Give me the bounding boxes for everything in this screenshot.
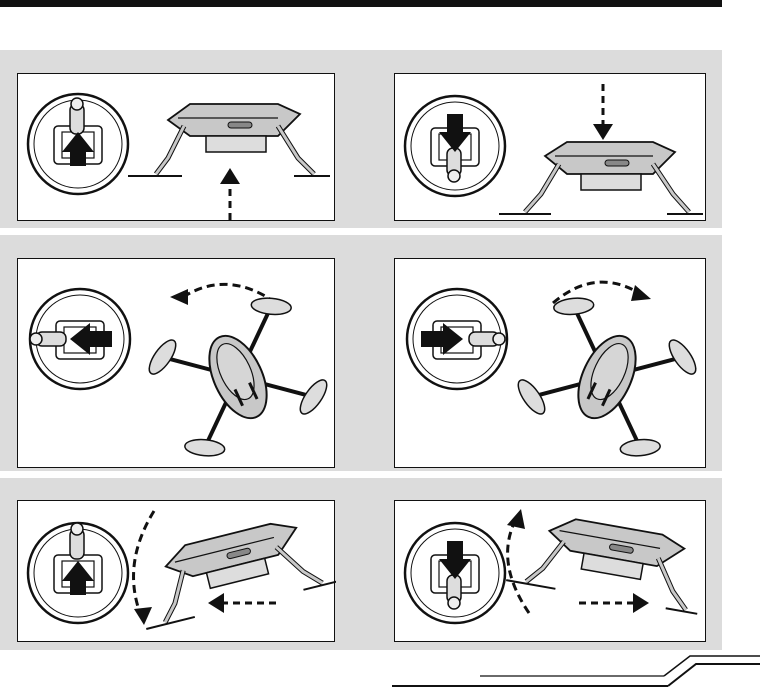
drone-front-view <box>128 104 330 176</box>
figure-yaw-right <box>394 258 706 468</box>
yaw-left-illustration <box>18 259 336 469</box>
yaw-right-illustration <box>395 259 707 469</box>
figure-yaw-left <box>17 258 335 468</box>
stick-grip <box>469 332 505 346</box>
stick-grip <box>447 575 461 609</box>
drone-side-view-tilted <box>129 511 336 629</box>
drone-top-view <box>136 282 336 469</box>
dashed-arc-tilt-backward-icon <box>507 509 529 613</box>
figure-pitch-forward <box>17 500 335 642</box>
top-rule <box>0 0 722 7</box>
stick-grip <box>30 332 66 346</box>
throttle-up-illustration <box>18 74 336 222</box>
stick-grip <box>70 523 84 559</box>
dashed-arrow-left-icon <box>208 593 276 613</box>
dashed-arrow-down-icon <box>593 84 613 140</box>
figure-throttle-up <box>17 73 335 221</box>
figure-throttle-down <box>394 73 706 221</box>
stick-grip <box>70 98 84 134</box>
dashed-arrow-right-icon <box>579 593 649 613</box>
throttle-down-illustration <box>395 74 707 222</box>
drone-top-view <box>505 282 707 469</box>
pitch-backward-illustration <box>395 501 707 643</box>
drone-side-view-tilted <box>506 509 707 614</box>
drone-front-view <box>499 142 703 214</box>
pitch-forward-illustration <box>18 501 336 643</box>
figure-pitch-backward <box>394 500 706 642</box>
stick-grip <box>447 148 461 182</box>
dashed-arrow-up-icon <box>220 168 240 220</box>
dashed-arc-tilt-forward-icon <box>134 511 154 625</box>
